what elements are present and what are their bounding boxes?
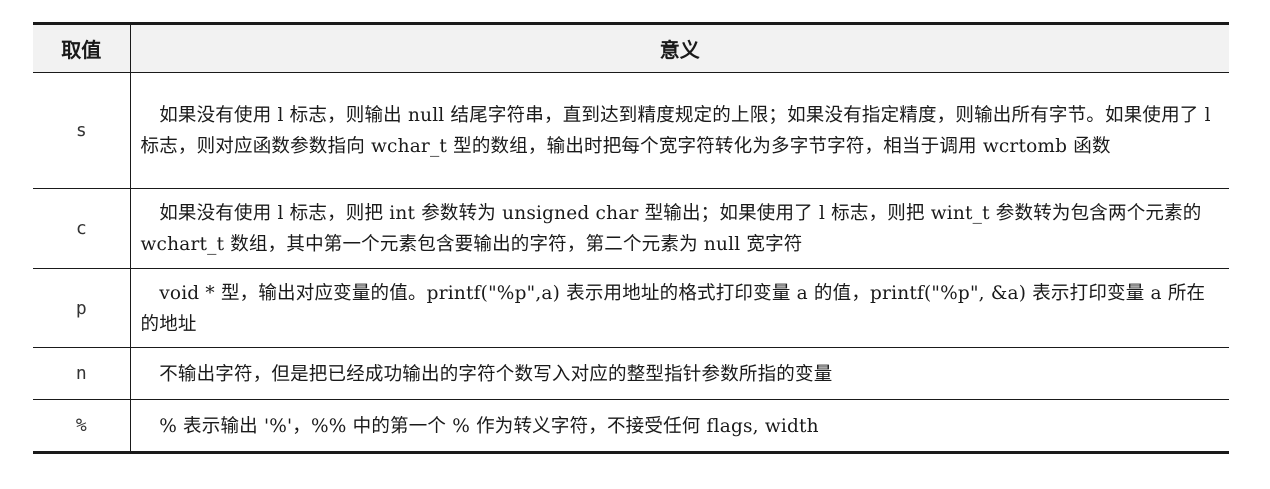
row-meaning: 如果没有使用 l 标志，则输出 null 结尾字符串，直到达到精度规定的上限；如… bbox=[140, 105, 1211, 157]
row-meaning: void * 型，输出对应变量的值。printf("%p",a) 表示用地址的格… bbox=[140, 282, 1206, 335]
format-specifier-table: 取值 意义 s 如果没有使用 l 标志，则输出 null 结尾字符串，直到达到精… bbox=[33, 22, 1229, 454]
table-header: 取值 意义 bbox=[33, 23, 1229, 73]
row-key: c bbox=[33, 188, 131, 269]
header-meaning: 意义 bbox=[659, 38, 700, 62]
header-row: 取值 意义 bbox=[33, 23, 1229, 73]
row-meaning: 如果没有使用 l 标志，则把 int 参数转为 unsigned char 型输… bbox=[140, 203, 1202, 255]
row-key: % bbox=[33, 399, 131, 453]
row-key: s bbox=[33, 72, 131, 189]
table-row: p void * 型，输出对应变量的值。printf("%p",a) 表示用地址… bbox=[33, 268, 1229, 348]
table-row: % % 表示输出 '%'，%% 中的第一个 % 作为转义字符，不接受任何 fla… bbox=[33, 399, 1229, 453]
row-key: p bbox=[33, 268, 131, 348]
header-value: 取值 bbox=[33, 23, 131, 73]
table-body: s 如果没有使用 l 标志，则输出 null 结尾字符串，直到达到精度规定的上限… bbox=[33, 72, 1229, 453]
row-meaning: % 表示输出 '%'，%% 中的第一个 % 作为转义字符，不接受任何 flags… bbox=[140, 415, 819, 437]
table-row: s 如果没有使用 l 标志，则输出 null 结尾字符串，直到达到精度规定的上限… bbox=[33, 72, 1229, 189]
format-specifier-table-container: 取值 意义 s 如果没有使用 l 标志，则输出 null 结尾字符串，直到达到精… bbox=[33, 22, 1229, 454]
row-key: n bbox=[33, 347, 131, 400]
table-row: n 不输出字符，但是把已经成功输出的字符个数写入对应的整型指针参数所指的变量 bbox=[33, 347, 1229, 400]
table-row: c 如果没有使用 l 标志，则把 int 参数转为 unsigned char … bbox=[33, 188, 1229, 269]
row-meaning: 不输出字符，但是把已经成功输出的字符个数写入对应的整型指针参数所指的变量 bbox=[140, 363, 833, 385]
